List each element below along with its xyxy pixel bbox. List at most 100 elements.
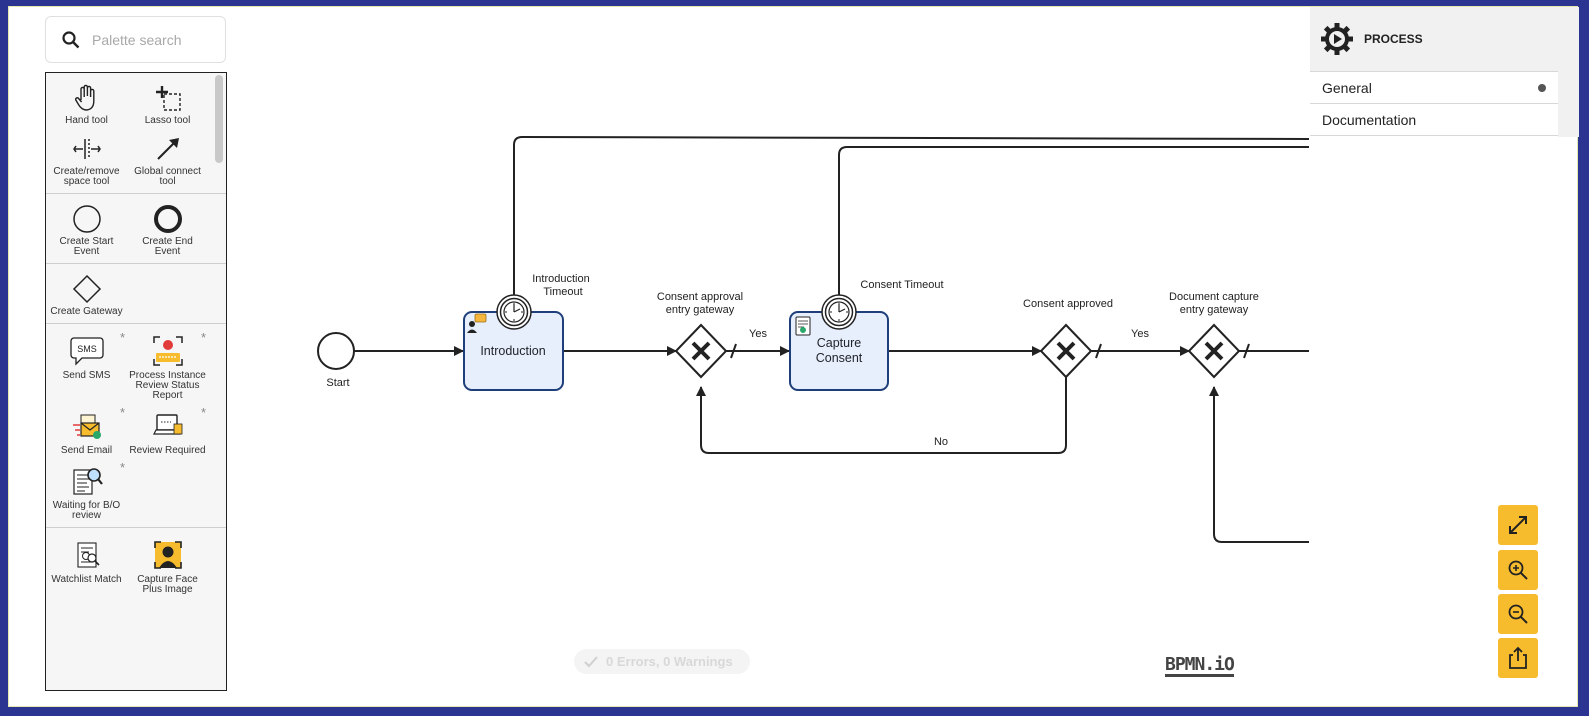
flow-yes-label-2: Yes bbox=[1131, 328, 1149, 340]
laptop-icon bbox=[152, 414, 182, 435]
general-label: General bbox=[1322, 79, 1372, 96]
review-required-tool[interactable]: * Review Required bbox=[127, 403, 208, 458]
zoom-out-icon bbox=[1508, 604, 1528, 624]
palette-group-custom: * SMS Send SMS * Process Instance Review… bbox=[46, 324, 226, 528]
lasso-tool[interactable]: Lasso tool bbox=[127, 77, 208, 128]
sequence-flow-no-loop[interactable] bbox=[696, 377, 1067, 454]
share-icon bbox=[1509, 646, 1527, 669]
zoom-in-icon bbox=[1508, 560, 1528, 580]
properties-group-general[interactable]: General bbox=[1310, 72, 1558, 104]
properties-group-documentation[interactable]: Documentation bbox=[1310, 104, 1558, 136]
connect-arrow-icon bbox=[156, 138, 179, 160]
palette-scrollbar[interactable] bbox=[215, 75, 223, 163]
flow-yes-label-1: Yes bbox=[749, 328, 767, 340]
send-email-tool[interactable]: * Send Email bbox=[46, 403, 127, 458]
star-marker: * bbox=[119, 405, 125, 420]
global-connect-tool-label: Global connect tool bbox=[134, 166, 201, 187]
properties-title: PROCESS bbox=[1364, 32, 1423, 46]
lint-status[interactable]: 0 Errors, 0 Warnings bbox=[574, 649, 750, 674]
consent-timer-icon[interactable] bbox=[821, 294, 857, 330]
flow-no-label: No bbox=[934, 436, 948, 448]
palette-group-tools: Hand tool Lasso tool Create/remove space… bbox=[46, 73, 226, 194]
send-email-label: Send Email bbox=[60, 445, 113, 456]
expand-icon bbox=[1509, 516, 1527, 534]
watchlist-icon bbox=[76, 542, 100, 568]
export-button[interactable] bbox=[1498, 638, 1538, 678]
capture-face-tool[interactable]: Capture Face Plus Image bbox=[127, 532, 208, 597]
consent-timeout-label: Consent Timeout bbox=[860, 279, 943, 291]
zoom-out-button[interactable] bbox=[1498, 594, 1538, 634]
create-end-event[interactable]: Create End Event bbox=[127, 198, 208, 259]
start-event-label: Start bbox=[326, 377, 349, 389]
sequence-flow-intro-timeout[interactable] bbox=[513, 135, 1310, 297]
bpmn-io-logo[interactable]: BPMN.iO bbox=[1165, 654, 1235, 677]
hand-tool[interactable]: Hand tool bbox=[46, 77, 127, 128]
hand-tool-label: Hand tool bbox=[65, 115, 108, 126]
status-report-label: Process Instance Review Status Report bbox=[129, 370, 206, 401]
introduction-timer-icon[interactable] bbox=[496, 294, 532, 330]
create-end-event-label: Create End Event bbox=[142, 236, 193, 257]
palette-group-gateways: Create Gateway bbox=[46, 264, 226, 324]
palette: Hand tool Lasso tool Create/remove space… bbox=[45, 72, 227, 691]
hand-icon bbox=[74, 84, 94, 111]
check-icon bbox=[584, 655, 598, 667]
documentation-label: Documentation bbox=[1322, 111, 1417, 128]
lasso-tool-label: Lasso tool bbox=[144, 115, 191, 126]
gateway-consent-approved[interactable] bbox=[1039, 323, 1093, 379]
waiting-review-label: Waiting for B/O review bbox=[52, 500, 121, 521]
end-event-icon bbox=[153, 205, 182, 233]
gateway-consent-approval-entry[interactable] bbox=[674, 323, 728, 379]
general-active-dot bbox=[1538, 83, 1546, 92]
capture-face-label: Capture Face Plus Image bbox=[137, 574, 198, 595]
create-gateway[interactable]: Create Gateway bbox=[46, 268, 127, 319]
gateway-icon bbox=[72, 274, 101, 304]
properties-scroll-track bbox=[1558, 7, 1579, 137]
user-task-icon bbox=[467, 313, 487, 333]
space-tool-label: Create/remove space tool bbox=[53, 166, 120, 187]
face-capture-icon bbox=[153, 541, 182, 569]
sequence-flow-consent-timeout[interactable] bbox=[838, 146, 1309, 297]
palette-search-input[interactable] bbox=[90, 30, 214, 49]
status-report-tool[interactable]: * Process Instance Review Status Report bbox=[127, 328, 208, 403]
consent-document-icon bbox=[795, 316, 811, 336]
space-tool-icon bbox=[72, 139, 101, 159]
space-tool[interactable]: Create/remove space tool bbox=[46, 128, 127, 189]
lint-status-text: 0 Errors, 0 Warnings bbox=[606, 654, 733, 669]
fit-viewport-button[interactable] bbox=[1498, 505, 1538, 545]
star-marker: * bbox=[119, 330, 125, 345]
palette-search[interactable] bbox=[45, 16, 226, 63]
palette-group-identity: Watchlist Match Capture Face Plus Image bbox=[46, 528, 226, 601]
search-icon bbox=[62, 30, 80, 48]
create-start-event[interactable]: Create Start Event bbox=[46, 198, 127, 259]
properties-header: PROCESS bbox=[1310, 7, 1558, 72]
gateway-consent-approved-label: Consent approved bbox=[1023, 298, 1113, 310]
process-gear-icon bbox=[1321, 23, 1353, 55]
waiting-review-tool[interactable]: * Waiting for B/O review bbox=[46, 458, 127, 523]
review-required-label: Review Required bbox=[129, 445, 206, 456]
palette-group-events: Create Start Event Create End Event bbox=[46, 194, 226, 264]
create-start-event-label: Create Start Event bbox=[59, 236, 114, 257]
zoom-in-button[interactable] bbox=[1498, 550, 1538, 590]
start-event[interactable] bbox=[317, 332, 355, 370]
star-marker: * bbox=[119, 460, 125, 475]
gateway-document-capture-entry[interactable] bbox=[1187, 323, 1241, 379]
report-icon bbox=[152, 336, 183, 366]
svg-text:SMS: SMS bbox=[77, 344, 97, 354]
watchlist-match-tool[interactable]: Watchlist Match bbox=[46, 532, 127, 597]
send-sms-label: Send SMS bbox=[62, 370, 111, 381]
email-icon bbox=[72, 414, 101, 439]
send-sms-tool[interactable]: * SMS Send SMS bbox=[46, 328, 127, 403]
watchlist-match-label: Watchlist Match bbox=[51, 574, 122, 585]
global-connect-tool[interactable]: Global connect tool bbox=[127, 128, 208, 189]
sequence-flow-return-gw3[interactable] bbox=[1209, 386, 1309, 543]
document-search-icon bbox=[72, 468, 103, 495]
sms-icon: SMS bbox=[69, 337, 104, 366]
star-marker: * bbox=[200, 330, 206, 345]
task-introduction-label: Introduction bbox=[480, 344, 545, 358]
